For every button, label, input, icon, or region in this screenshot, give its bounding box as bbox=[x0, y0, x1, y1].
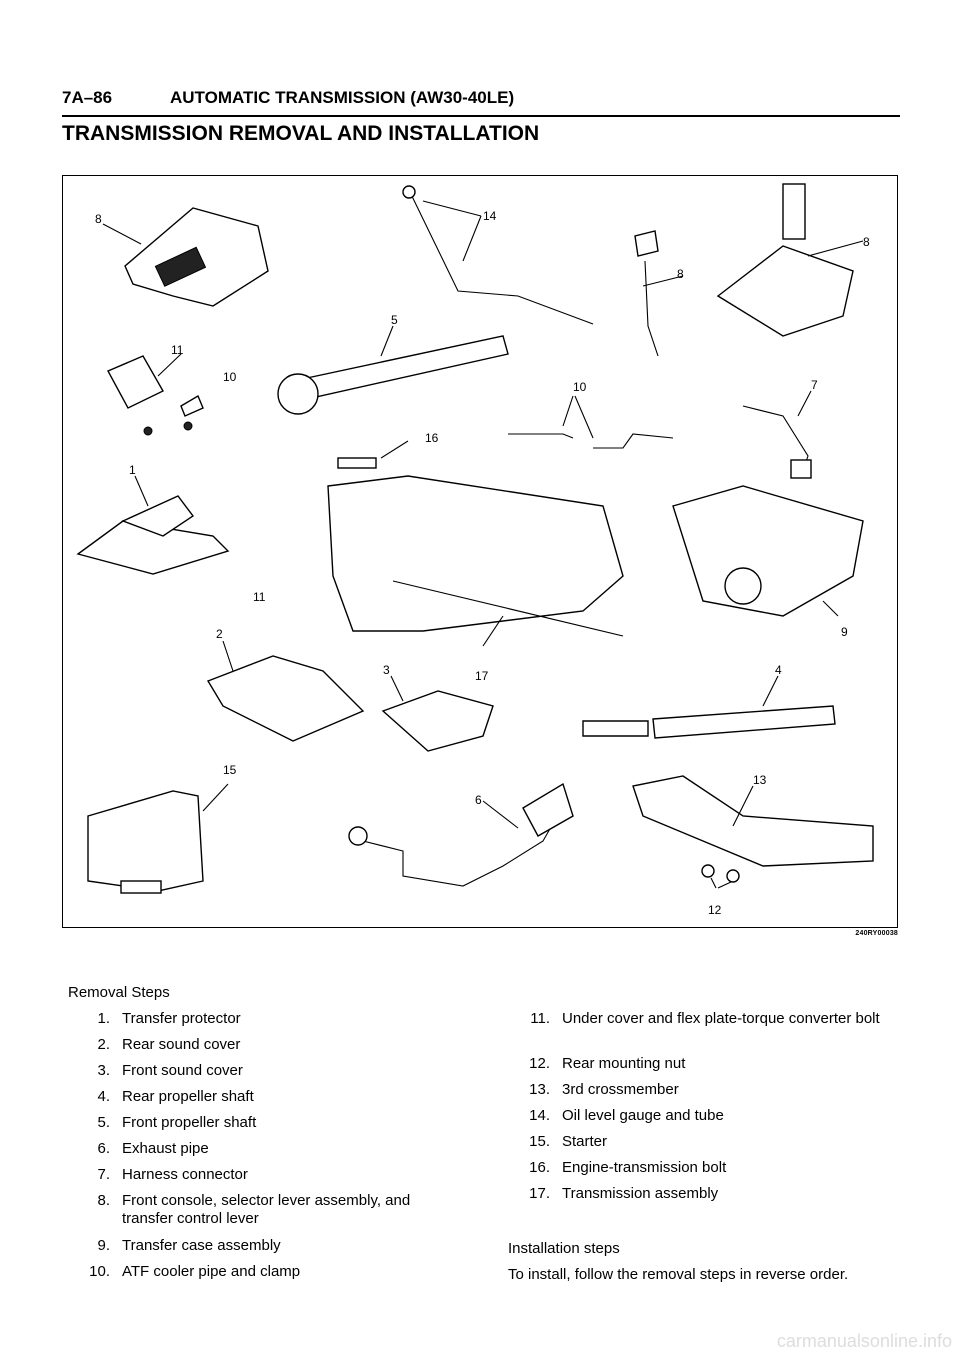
oil-level-gauge-tube bbox=[402, 185, 594, 325]
installation-text: To install, follow the removal steps in … bbox=[508, 1266, 849, 1283]
shifter-assembly bbox=[716, 183, 864, 337]
exhaust-pipe bbox=[348, 782, 574, 887]
callout-7: 7 bbox=[811, 378, 818, 392]
callout-5: 5 bbox=[391, 313, 398, 327]
starter bbox=[87, 783, 229, 894]
callout-10a: 10 bbox=[223, 370, 237, 384]
exploded-view-figure: 8 14 8 8 5 11 10 10 7 16 1 11 2 3 17 4 9… bbox=[62, 175, 898, 928]
chapter-title: AUTOMATIC TRANSMISSION (AW30-40LE) bbox=[170, 88, 515, 107]
callout-4: 4 bbox=[775, 663, 782, 677]
transmission-assembly bbox=[327, 475, 624, 647]
callout-15: 15 bbox=[223, 763, 237, 777]
rear-propeller-shaft bbox=[582, 675, 836, 739]
figure-code: 240RY00038 bbox=[855, 930, 898, 937]
callout-2: 2 bbox=[216, 627, 223, 641]
callout-9: 9 bbox=[841, 625, 848, 639]
callout-16: 16 bbox=[425, 431, 439, 445]
installation-heading: Installation steps bbox=[508, 1240, 620, 1257]
under-cover-plate bbox=[107, 353, 204, 436]
section-number: 7A–86 bbox=[62, 88, 113, 107]
callout-6: 6 bbox=[475, 793, 482, 807]
callout-13: 13 bbox=[753, 773, 767, 787]
atf-cooler-pipes bbox=[508, 395, 674, 449]
header-rule bbox=[62, 115, 900, 117]
selector-knob bbox=[634, 230, 684, 357]
callout-8b: 8 bbox=[677, 267, 684, 281]
watermark: carmanualsonline.info bbox=[776, 1331, 952, 1351]
page-heading: TRANSMISSION REMOVAL AND INSTALLATION bbox=[62, 122, 540, 145]
callout-8c: 8 bbox=[863, 235, 870, 249]
callout-10b: 10 bbox=[573, 380, 587, 394]
rear-sound-cover bbox=[206, 640, 365, 742]
front-console bbox=[102, 207, 269, 307]
rear-mounting-nuts bbox=[701, 864, 740, 889]
harness-connector bbox=[742, 390, 812, 479]
callout-1: 1 bbox=[129, 463, 136, 477]
callout-3: 3 bbox=[383, 663, 390, 677]
removal-steps-heading: Removal Steps bbox=[68, 984, 170, 1001]
engine-transmission-bolt bbox=[337, 440, 409, 469]
third-crossmember bbox=[632, 775, 874, 867]
front-propeller-shaft bbox=[277, 325, 509, 415]
transfer-protector bbox=[76, 475, 230, 575]
callout-17: 17 bbox=[475, 669, 489, 683]
front-sound-cover bbox=[381, 675, 494, 752]
callout-12: 12 bbox=[708, 903, 722, 917]
callout-14: 14 bbox=[483, 209, 497, 223]
callout-11b: 11 bbox=[253, 590, 266, 604]
transfer-case-assembly bbox=[672, 485, 864, 617]
exploded-view-drawing: 8 14 8 8 5 11 10 10 7 16 1 11 2 3 17 4 9… bbox=[76, 183, 874, 917]
callout-11a: 11 bbox=[171, 343, 184, 357]
callout-8a: 8 bbox=[95, 212, 102, 226]
